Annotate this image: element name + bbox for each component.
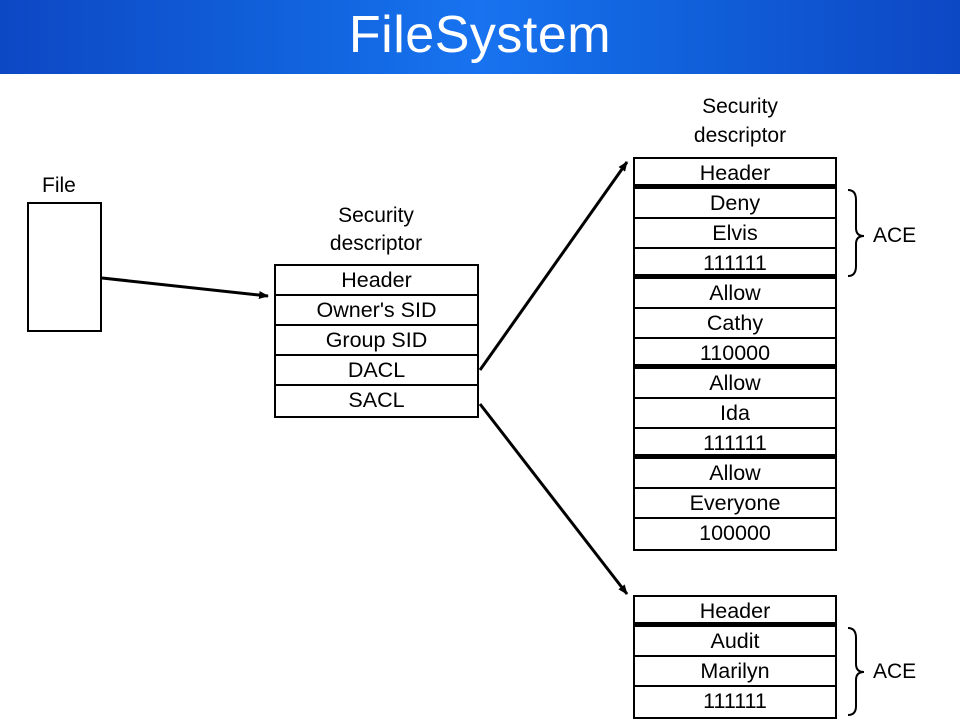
dacl-row-ace4-type: Allow xyxy=(635,459,835,489)
dacl-row-ace1-sid: Elvis xyxy=(635,219,835,249)
sacl-arrow xyxy=(478,403,629,595)
sacl-ace-label: ACE xyxy=(873,660,917,683)
dacl-arrow xyxy=(478,161,629,371)
sd-field-sacl: SACL xyxy=(348,388,405,412)
security-descriptor-label-line1: Security xyxy=(338,204,414,227)
dacl-row-ace2-type: Allow xyxy=(635,279,835,309)
dacl-row-ace3-mask: 111111 xyxy=(635,429,835,459)
sacl-ace-brace xyxy=(847,627,865,716)
sacl-row-header: Header xyxy=(635,597,835,627)
dacl-table: Header Deny Elvis 111111 Allow Cathy 110… xyxy=(633,157,837,551)
security-descriptor-table: Header Owner's SID Group SID DACL SACL xyxy=(274,264,479,418)
dacl-label-line2: descriptor xyxy=(693,124,787,147)
sacl-table: Header Audit Marilyn 111111 xyxy=(633,595,837,719)
sd-field-header: Header xyxy=(276,266,477,296)
file-box xyxy=(27,202,102,332)
dacl-row-ace2-sid: Cathy xyxy=(635,309,835,339)
sacl-row-ace-mask: 111111 xyxy=(703,689,767,713)
sacl-row-ace-sid: Marilyn xyxy=(635,657,835,687)
dacl-ace-brace xyxy=(847,189,865,277)
file-label: File xyxy=(42,174,76,197)
dacl-row-ace4-mask: 100000 xyxy=(699,521,771,545)
security-descriptor-label-line2: descriptor xyxy=(329,232,423,255)
dacl-row-ace3-type: Allow xyxy=(635,369,835,399)
dacl-label-line1: Security xyxy=(702,95,778,118)
dacl-row-ace3-sid: Ida xyxy=(635,399,835,429)
page-title: FileSystem xyxy=(348,6,612,64)
dacl-ace-label: ACE xyxy=(873,224,917,247)
title-bar: FileSystem xyxy=(0,0,960,74)
dacl-row-ace2-mask: 110000 xyxy=(635,339,835,369)
dacl-row-ace4-sid: Everyone xyxy=(635,489,835,519)
dacl-row-header: Header xyxy=(635,159,835,189)
sd-field-owner-sid: Owner's SID xyxy=(276,296,477,326)
dacl-row-ace1-mask: 111111 xyxy=(635,249,835,279)
dacl-row-ace1-type: Deny xyxy=(635,189,835,219)
sacl-row-ace-type: Audit xyxy=(635,627,835,657)
sd-field-dacl: DACL xyxy=(276,356,477,386)
file-to-descriptor-arrow xyxy=(101,276,269,300)
sd-field-group-sid: Group SID xyxy=(276,326,477,356)
